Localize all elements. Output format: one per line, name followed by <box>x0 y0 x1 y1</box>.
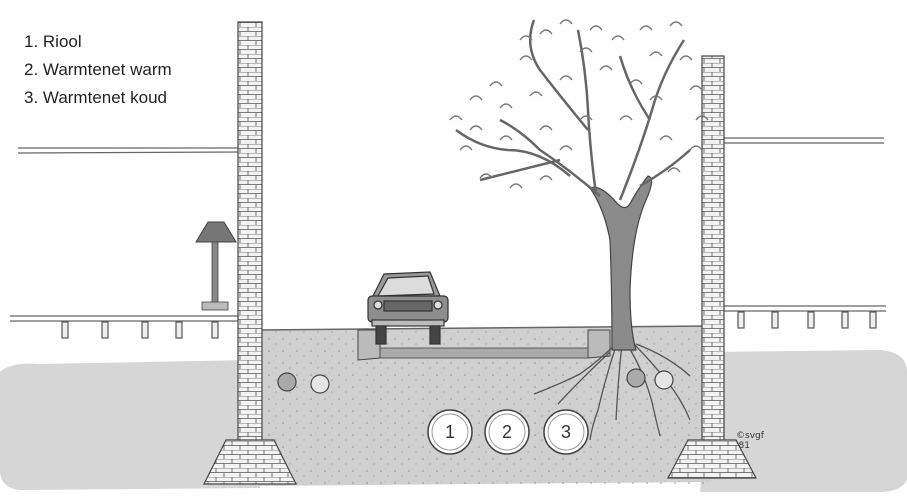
tree-foliage <box>450 20 708 188</box>
legend-item-3: 3. Warmtenet koud <box>24 84 172 112</box>
legend-item-2: 2. Warmtenet warm <box>24 56 172 84</box>
bollards-left <box>62 322 218 338</box>
pipe-2: 2 <box>485 410 529 454</box>
credit-line-2: '81 <box>736 441 776 451</box>
pipe-1: 1 <box>428 410 472 454</box>
horizon-lines-right <box>724 138 886 311</box>
pipe-1-label: 1 <box>445 422 455 442</box>
pipe-3: 3 <box>544 410 588 454</box>
tree-branches <box>456 20 690 200</box>
building-facade-right <box>702 56 724 442</box>
street-lamp <box>196 222 236 310</box>
legend: 1. Riool 2. Warmtenet warm 3. Warmtenet … <box>24 28 172 112</box>
pipe-2-label: 2 <box>502 422 512 442</box>
artist-credit: ©svgf '81 <box>736 431 776 451</box>
legend-item-1: 1. Riool <box>24 28 172 56</box>
bollards-right <box>738 312 876 328</box>
pipe-3-label: 3 <box>561 422 571 442</box>
tree-trunk <box>590 176 652 350</box>
building-facade-left <box>238 22 262 442</box>
credit-line-1: ©svgf <box>736 431 776 441</box>
